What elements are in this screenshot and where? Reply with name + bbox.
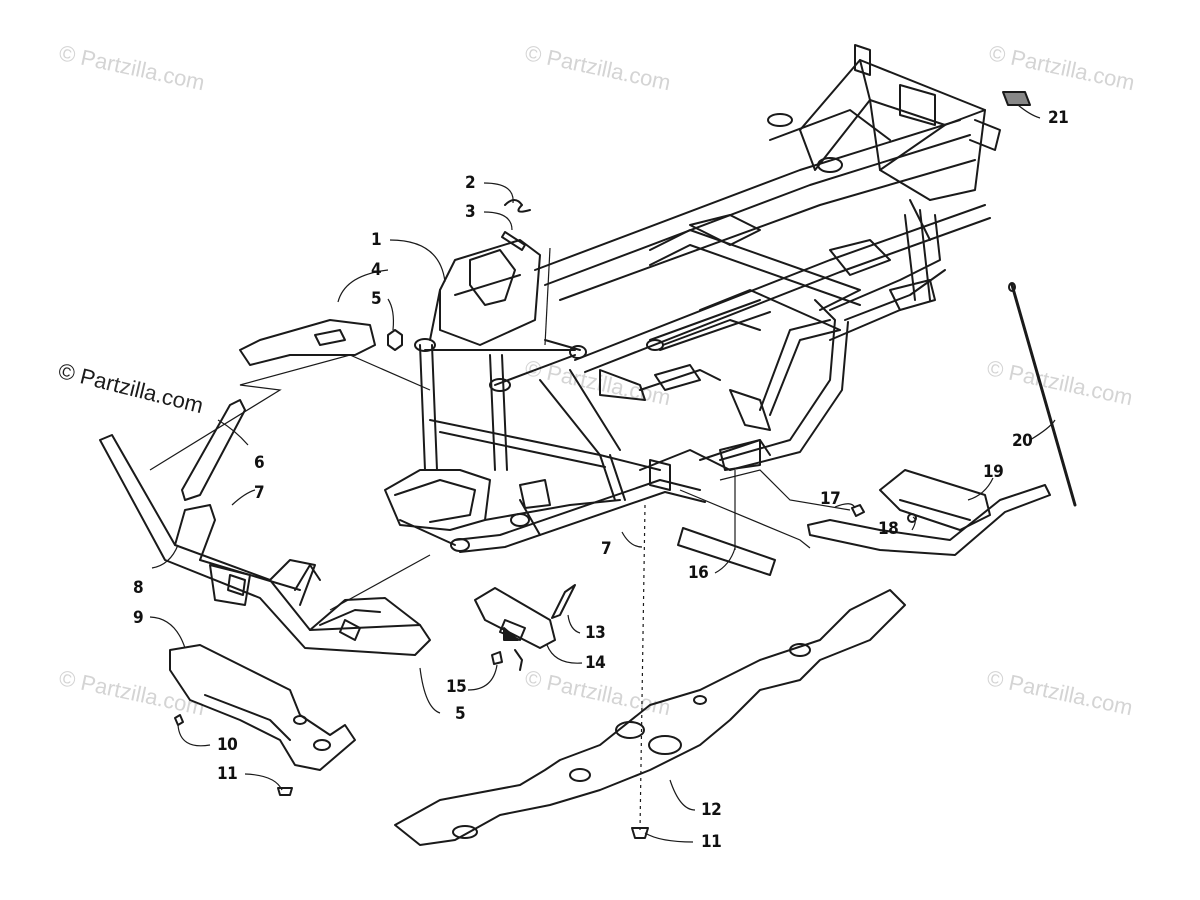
callout-label: 18 — [878, 519, 899, 539]
leader-line — [177, 724, 211, 747]
label-part — [1002, 91, 1031, 106]
pin-part — [501, 231, 526, 251]
callout-label: 6 — [254, 453, 265, 473]
leader-line — [1017, 104, 1041, 119]
leader-line — [149, 616, 186, 649]
callout-label: 1 — [371, 230, 382, 250]
leader-line — [1029, 419, 1056, 441]
brace-part — [181, 399, 246, 501]
leader-line — [387, 298, 395, 331]
leader-line — [714, 547, 736, 574]
leader-line — [567, 614, 581, 634]
clip-part — [504, 199, 531, 213]
callout-label: 19 — [983, 462, 1004, 482]
callout-label: 2 — [465, 173, 476, 193]
callout-label: 11 — [701, 832, 722, 852]
leader-line — [244, 773, 283, 791]
callout-label: 5 — [371, 289, 382, 309]
callout-label: 14 — [585, 653, 606, 673]
bolt-part — [387, 329, 403, 351]
callout-label: 13 — [585, 623, 606, 643]
leader-line — [834, 503, 856, 509]
leader-line — [419, 667, 441, 714]
leader-line — [621, 531, 643, 548]
callout-label: 7 — [254, 483, 265, 503]
leader-line — [669, 779, 696, 811]
leader-line — [151, 544, 179, 569]
front-skid-part — [169, 644, 356, 771]
leader-line — [911, 516, 916, 531]
callout-label: 17 — [820, 489, 841, 509]
callout-label: 4 — [371, 260, 382, 280]
leader-line — [467, 664, 498, 691]
leader-line — [644, 832, 694, 843]
mount-bracket-part — [474, 587, 556, 649]
decal-part — [677, 527, 776, 576]
callout-label: 5 — [455, 704, 466, 724]
rod-part — [1010, 283, 1077, 507]
callout-label: 3 — [465, 202, 476, 222]
callout-label: 8 — [133, 578, 144, 598]
leader-line — [337, 269, 389, 303]
leader-line — [389, 239, 446, 283]
skid-plate-part — [394, 589, 906, 846]
bumper-part — [99, 434, 431, 656]
callout-label: 9 — [133, 608, 144, 628]
bracket-part — [239, 319, 376, 366]
leader-line — [967, 477, 994, 501]
callout-label: 15 — [446, 677, 467, 697]
main-frame — [384, 44, 1001, 553]
callout-label: 12 — [701, 800, 722, 820]
leader-line — [483, 211, 513, 231]
leader-line — [231, 489, 256, 506]
leader-line — [546, 644, 583, 664]
rear-bracket-part — [807, 469, 1051, 556]
callout-label: 21 — [1048, 108, 1069, 128]
leader-line — [217, 419, 249, 446]
callout-label: 10 — [217, 735, 238, 755]
callout-label: 7 — [601, 539, 612, 559]
callout-label: 20 — [1012, 431, 1033, 451]
callout-label: 11 — [217, 764, 238, 784]
callout-label: 16 — [688, 563, 709, 583]
leader-line — [483, 182, 514, 204]
